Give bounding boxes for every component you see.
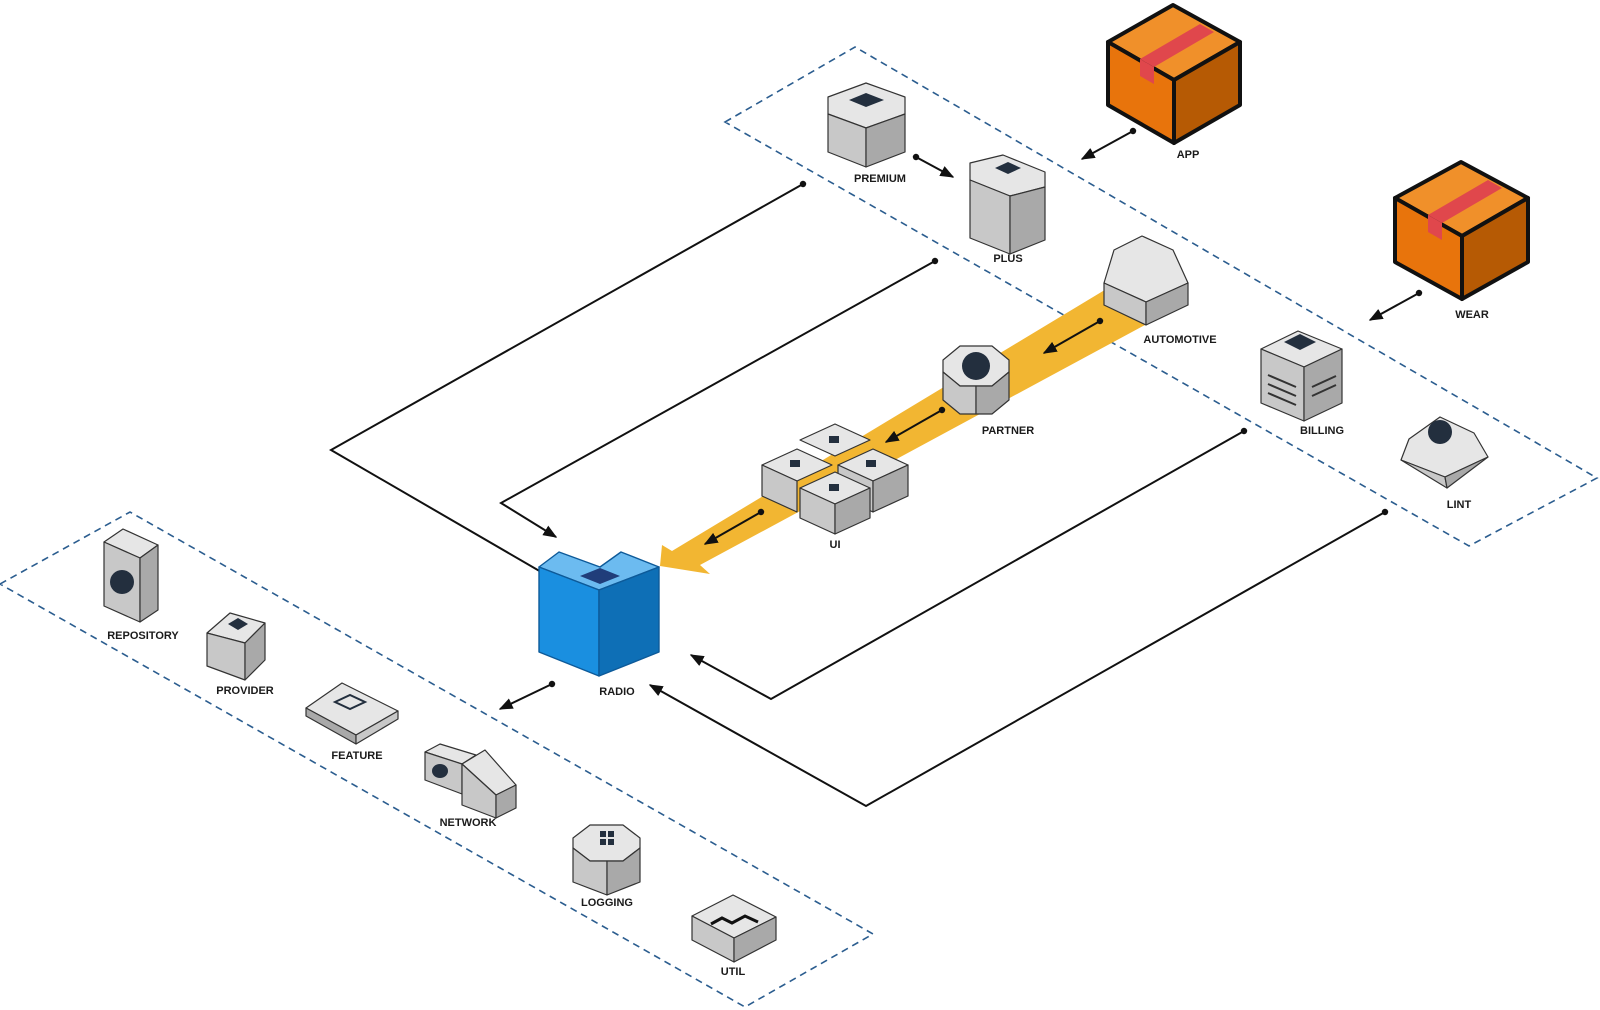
network-blocks-icon — [424, 743, 517, 819]
wear-node[interactable]: WEAR — [1393, 160, 1530, 321]
edge-partner-ui — [884, 406, 946, 443]
feature-node[interactable]: FEATURE — [305, 682, 399, 762]
plus-label: PLUS — [993, 253, 1022, 265]
provider-label: PROVIDER — [216, 685, 274, 697]
lint-node[interactable]: LINT — [1400, 416, 1489, 511]
edge-app-plus — [1080, 127, 1137, 160]
repository-label: REPOSITORY — [107, 630, 179, 642]
radio-node[interactable]: RADIO — [538, 551, 660, 698]
lint-label: LINT — [1447, 499, 1472, 511]
workflow-tile-icon — [305, 682, 399, 745]
repository-node[interactable]: REPOSITORY — [103, 528, 179, 642]
feature-label: FEATURE — [331, 750, 382, 762]
network-label: NETWORK — [440, 817, 497, 829]
billing-node[interactable]: BILLING — [1260, 330, 1344, 437]
premium-node[interactable]: PREMIUM — [827, 82, 906, 185]
edge-plus-radio — [499, 257, 939, 538]
app-label: APP — [1177, 149, 1200, 161]
network-node[interactable]: NETWORK — [424, 743, 517, 829]
premium-label: PREMIUM — [854, 173, 906, 185]
wear-label: WEAR — [1455, 309, 1489, 321]
octagon-block-icon — [572, 824, 641, 896]
hex-block-icon — [206, 612, 266, 681]
edge-radio-network — [498, 680, 556, 710]
partner-label: PARTNER — [982, 425, 1034, 437]
util-label: UTIL — [721, 966, 746, 978]
logging-node[interactable]: LOGGING — [572, 824, 641, 909]
connectors — [328, 127, 1423, 808]
billing-label: BILLING — [1300, 425, 1344, 437]
edge-lint-radio — [648, 508, 1389, 808]
tall-server-icon — [103, 528, 159, 623]
bottom-group-boundary — [0, 511, 875, 1008]
radio-cube-icon — [538, 551, 660, 677]
radio-label: RADIO — [599, 686, 635, 698]
package-icon — [1106, 3, 1242, 145]
ui-node[interactable]: UI — [761, 423, 909, 551]
server-box-icon — [1260, 330, 1343, 422]
app-node[interactable]: APP — [1106, 3, 1242, 161]
edge-automotive-partner — [1042, 317, 1104, 354]
dome-icon — [1103, 235, 1189, 326]
plus-node[interactable]: PLUS — [969, 154, 1046, 265]
provider-node[interactable]: PROVIDER — [206, 612, 274, 697]
automotive-node[interactable]: AUTOMOTIVE — [1103, 235, 1217, 346]
util-node[interactable]: UTIL — [691, 894, 777, 978]
partner-node[interactable]: PARTNER — [942, 345, 1034, 437]
cube-cluster-icon — [761, 423, 909, 535]
top-group-boundary — [723, 46, 1599, 547]
logging-label: LOGGING — [581, 897, 633, 909]
package-icon — [1393, 160, 1530, 301]
server-cluster-icon — [969, 154, 1046, 255]
ui-label: UI — [830, 539, 841, 551]
data-center-icon — [827, 82, 906, 168]
edge-wear-billing — [1368, 289, 1423, 321]
edge-premium-plus — [912, 153, 955, 178]
edge-ui-radio — [703, 508, 765, 545]
toolbox-icon — [691, 894, 777, 963]
octagon-hub-icon — [942, 345, 1010, 415]
pyramid-icon — [1400, 416, 1489, 489]
automotive-label: AUTOMOTIVE — [1143, 334, 1216, 346]
